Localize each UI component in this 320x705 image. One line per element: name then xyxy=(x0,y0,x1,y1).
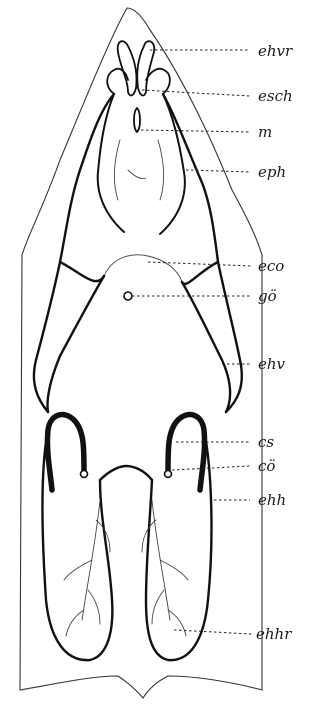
anterior-excretory-loop-right xyxy=(137,41,154,95)
hook-left xyxy=(47,415,84,490)
label-m: m xyxy=(258,123,272,141)
hook-right xyxy=(168,415,205,490)
label-ehhr: ehhr xyxy=(256,625,292,643)
pharynx-outline xyxy=(98,94,185,234)
posterior-lobe-left xyxy=(43,430,113,660)
label-ehh: ehh xyxy=(258,491,286,509)
copulatory-organ-outline xyxy=(104,255,182,282)
label-cs: cs xyxy=(258,433,274,451)
excretory-vessel-right xyxy=(163,94,242,412)
label-ehv: ehv xyxy=(258,355,286,373)
label-co: cö xyxy=(258,457,275,475)
label-ehvr: ehvr xyxy=(258,42,293,60)
mid-body-boundary xyxy=(60,262,218,284)
genital-pore xyxy=(124,292,132,300)
mouth xyxy=(134,108,140,132)
pore-left xyxy=(81,471,88,478)
label-eco: eco xyxy=(258,257,284,275)
posterior-center xyxy=(100,466,152,480)
label-eph: eph xyxy=(258,163,286,181)
label-esch: esch xyxy=(258,87,293,105)
leader-lines xyxy=(132,50,252,634)
label-go: gö xyxy=(258,287,277,305)
pore-right xyxy=(165,471,172,478)
pharynx-inner xyxy=(114,140,163,200)
body-outline xyxy=(20,8,262,698)
